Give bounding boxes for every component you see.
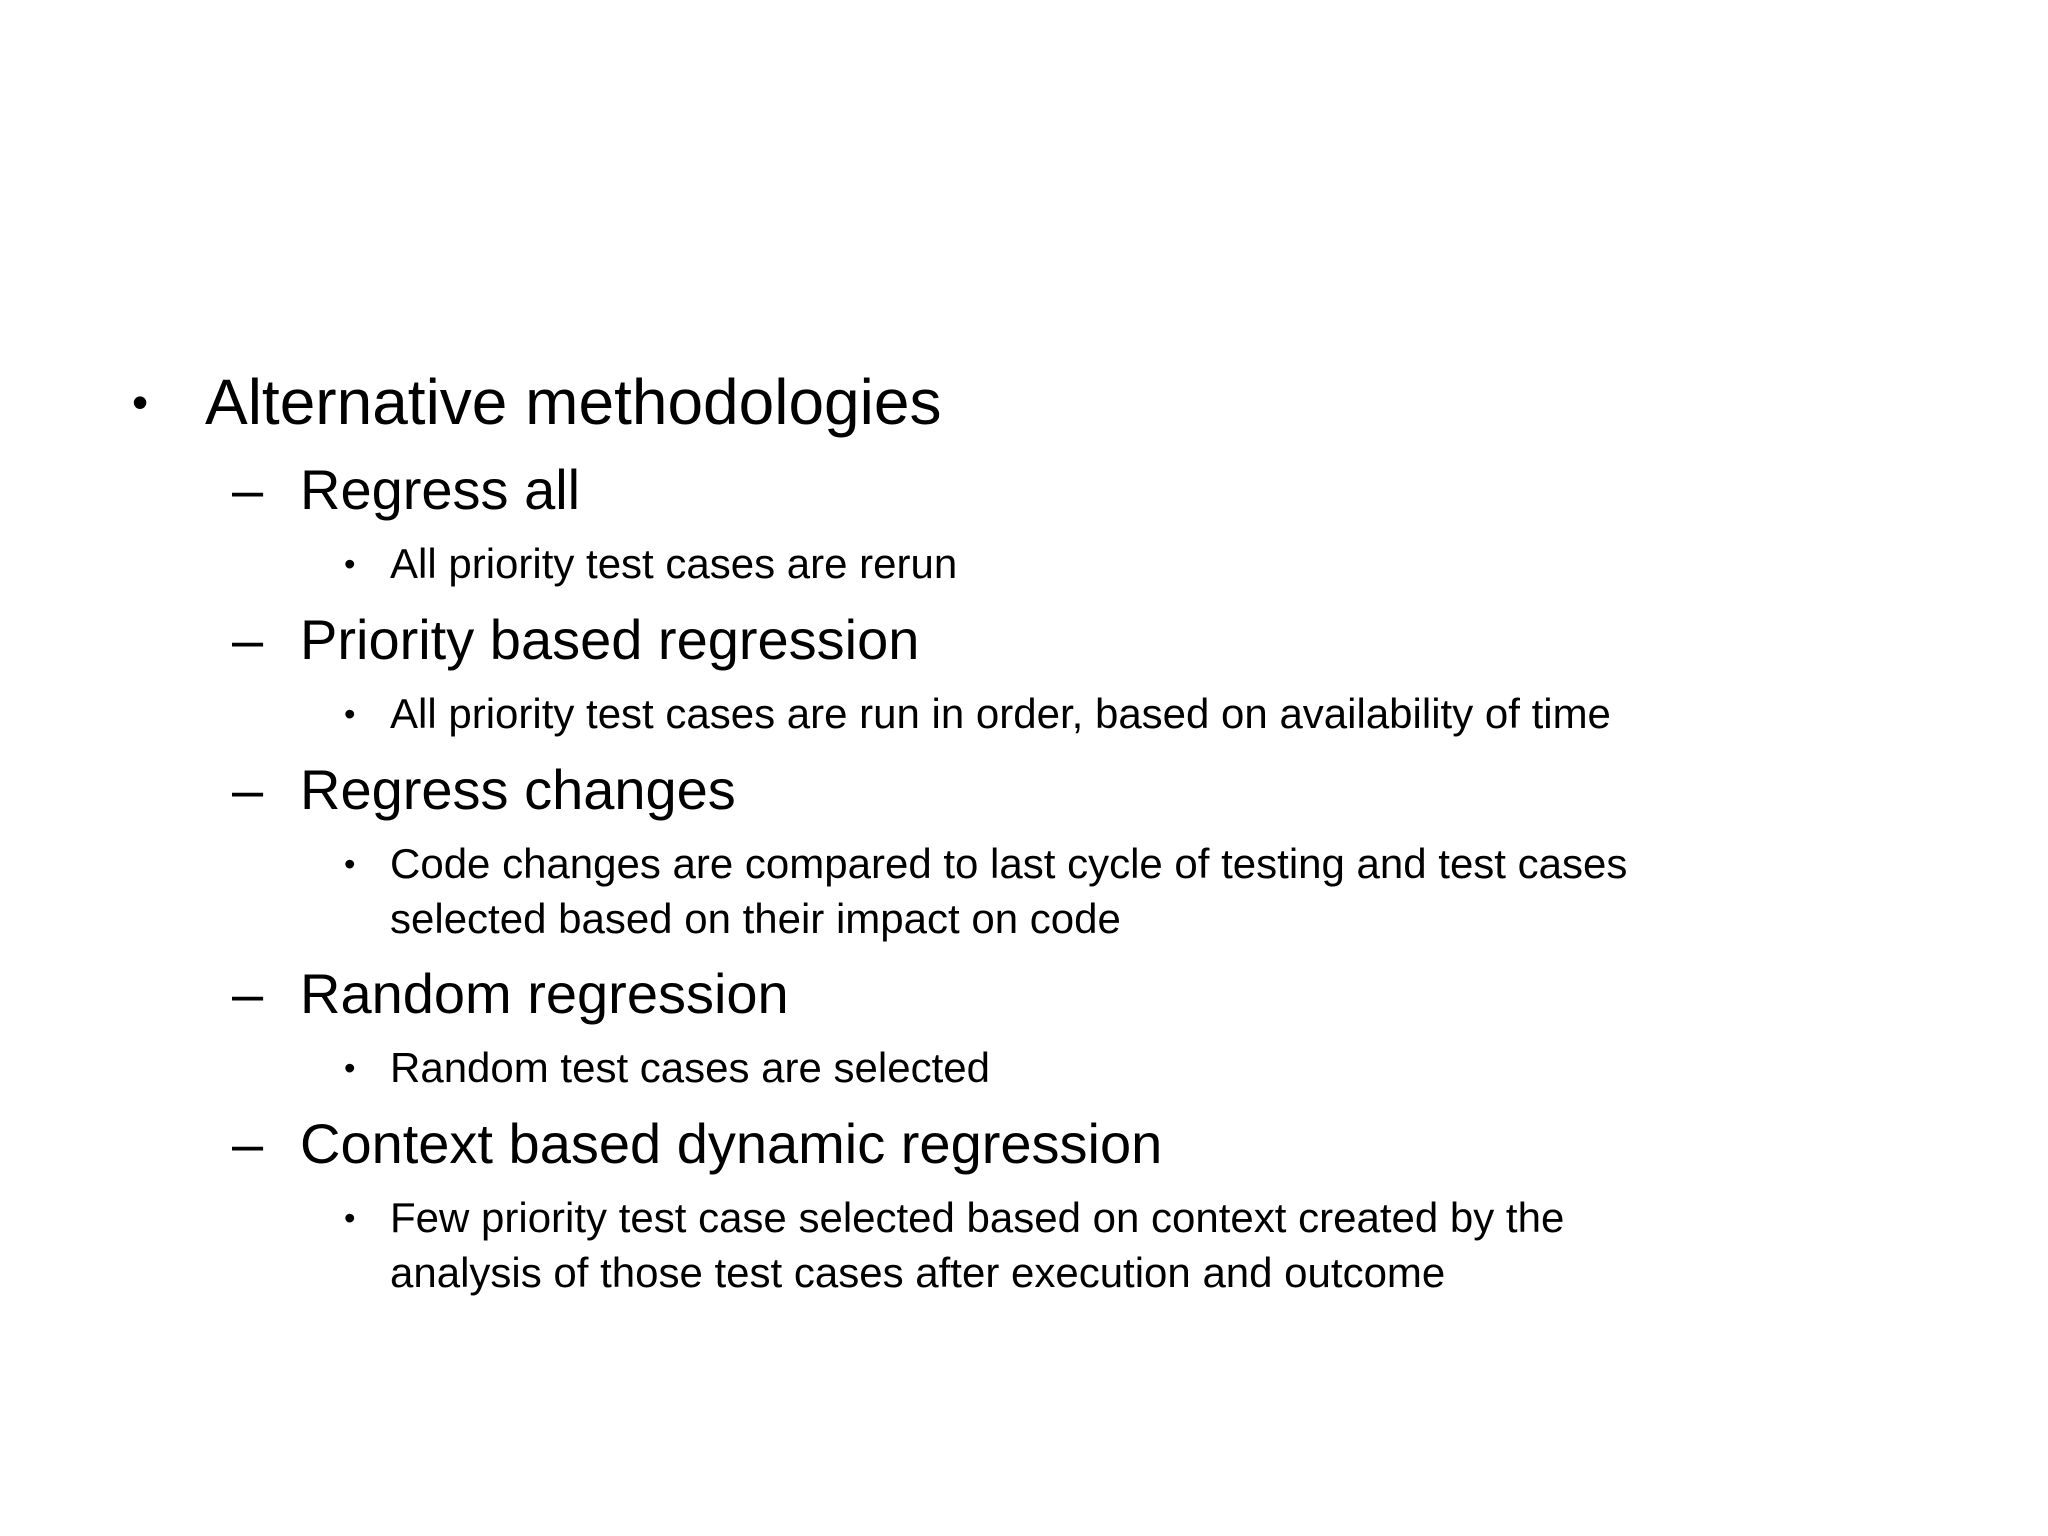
bullet-item-text: All priority test cases are run in order… bbox=[390, 690, 1611, 738]
bullet-item-text: Few priority test case selected based on… bbox=[390, 1194, 1565, 1296]
bullet-item-level2: – Regress changes bbox=[0, 754, 1988, 825]
bullet-icon: • bbox=[132, 376, 149, 428]
bullet-item-text: Code changes are compared to last cycle … bbox=[390, 839, 1628, 942]
dash-icon: – bbox=[232, 607, 264, 671]
slide-body-text: • Alternative methodologies – Regress al… bbox=[0, 362, 1988, 1312]
bullet-icon: • bbox=[344, 1049, 356, 1087]
bullet-item-level3: • All priority test cases are run in ord… bbox=[0, 687, 1988, 742]
bullet-item-text: All priority test cases are rerun bbox=[390, 540, 958, 588]
bullet-icon: • bbox=[344, 1199, 356, 1237]
dash-icon: – bbox=[232, 1111, 264, 1175]
dash-icon: – bbox=[232, 962, 264, 1026]
dash-icon: – bbox=[232, 458, 264, 522]
bullet-item-text: Alternative methodologies bbox=[205, 366, 942, 438]
bullet-item-text: Random regression bbox=[300, 962, 789, 1026]
bullet-item-level3: • Code changes are compared to last cycl… bbox=[0, 837, 1988, 946]
bullet-icon: • bbox=[344, 844, 356, 882]
bullet-item-text: Priority based regression bbox=[300, 607, 920, 671]
bullet-item-level3: • Few priority test case selected based … bbox=[0, 1191, 1988, 1300]
bullet-icon: • bbox=[344, 545, 356, 583]
bullet-item-level3: • All priority test cases are rerun bbox=[0, 537, 1988, 592]
bullet-item-text: Context based dynamic regression bbox=[300, 1111, 1163, 1175]
bullet-item-level3: • Random test cases are selected bbox=[0, 1041, 1988, 1096]
bullet-item-text: Random test cases are selected bbox=[390, 1044, 990, 1092]
bullet-item-level2: – Regress all bbox=[0, 454, 1988, 525]
bullet-item-text: Regress changes bbox=[300, 757, 736, 821]
bullet-item-level2: – Priority based regression bbox=[0, 604, 1988, 675]
bullet-item-text: Regress all bbox=[300, 458, 581, 522]
bullet-icon: • bbox=[344, 695, 356, 733]
bullet-item-level2: – Context based dynamic regression bbox=[0, 1108, 1988, 1179]
bullet-item-level2: – Random regression bbox=[0, 958, 1988, 1029]
bullet-item-level1: • Alternative methodologies bbox=[0, 362, 1988, 442]
dash-icon: – bbox=[232, 757, 264, 821]
